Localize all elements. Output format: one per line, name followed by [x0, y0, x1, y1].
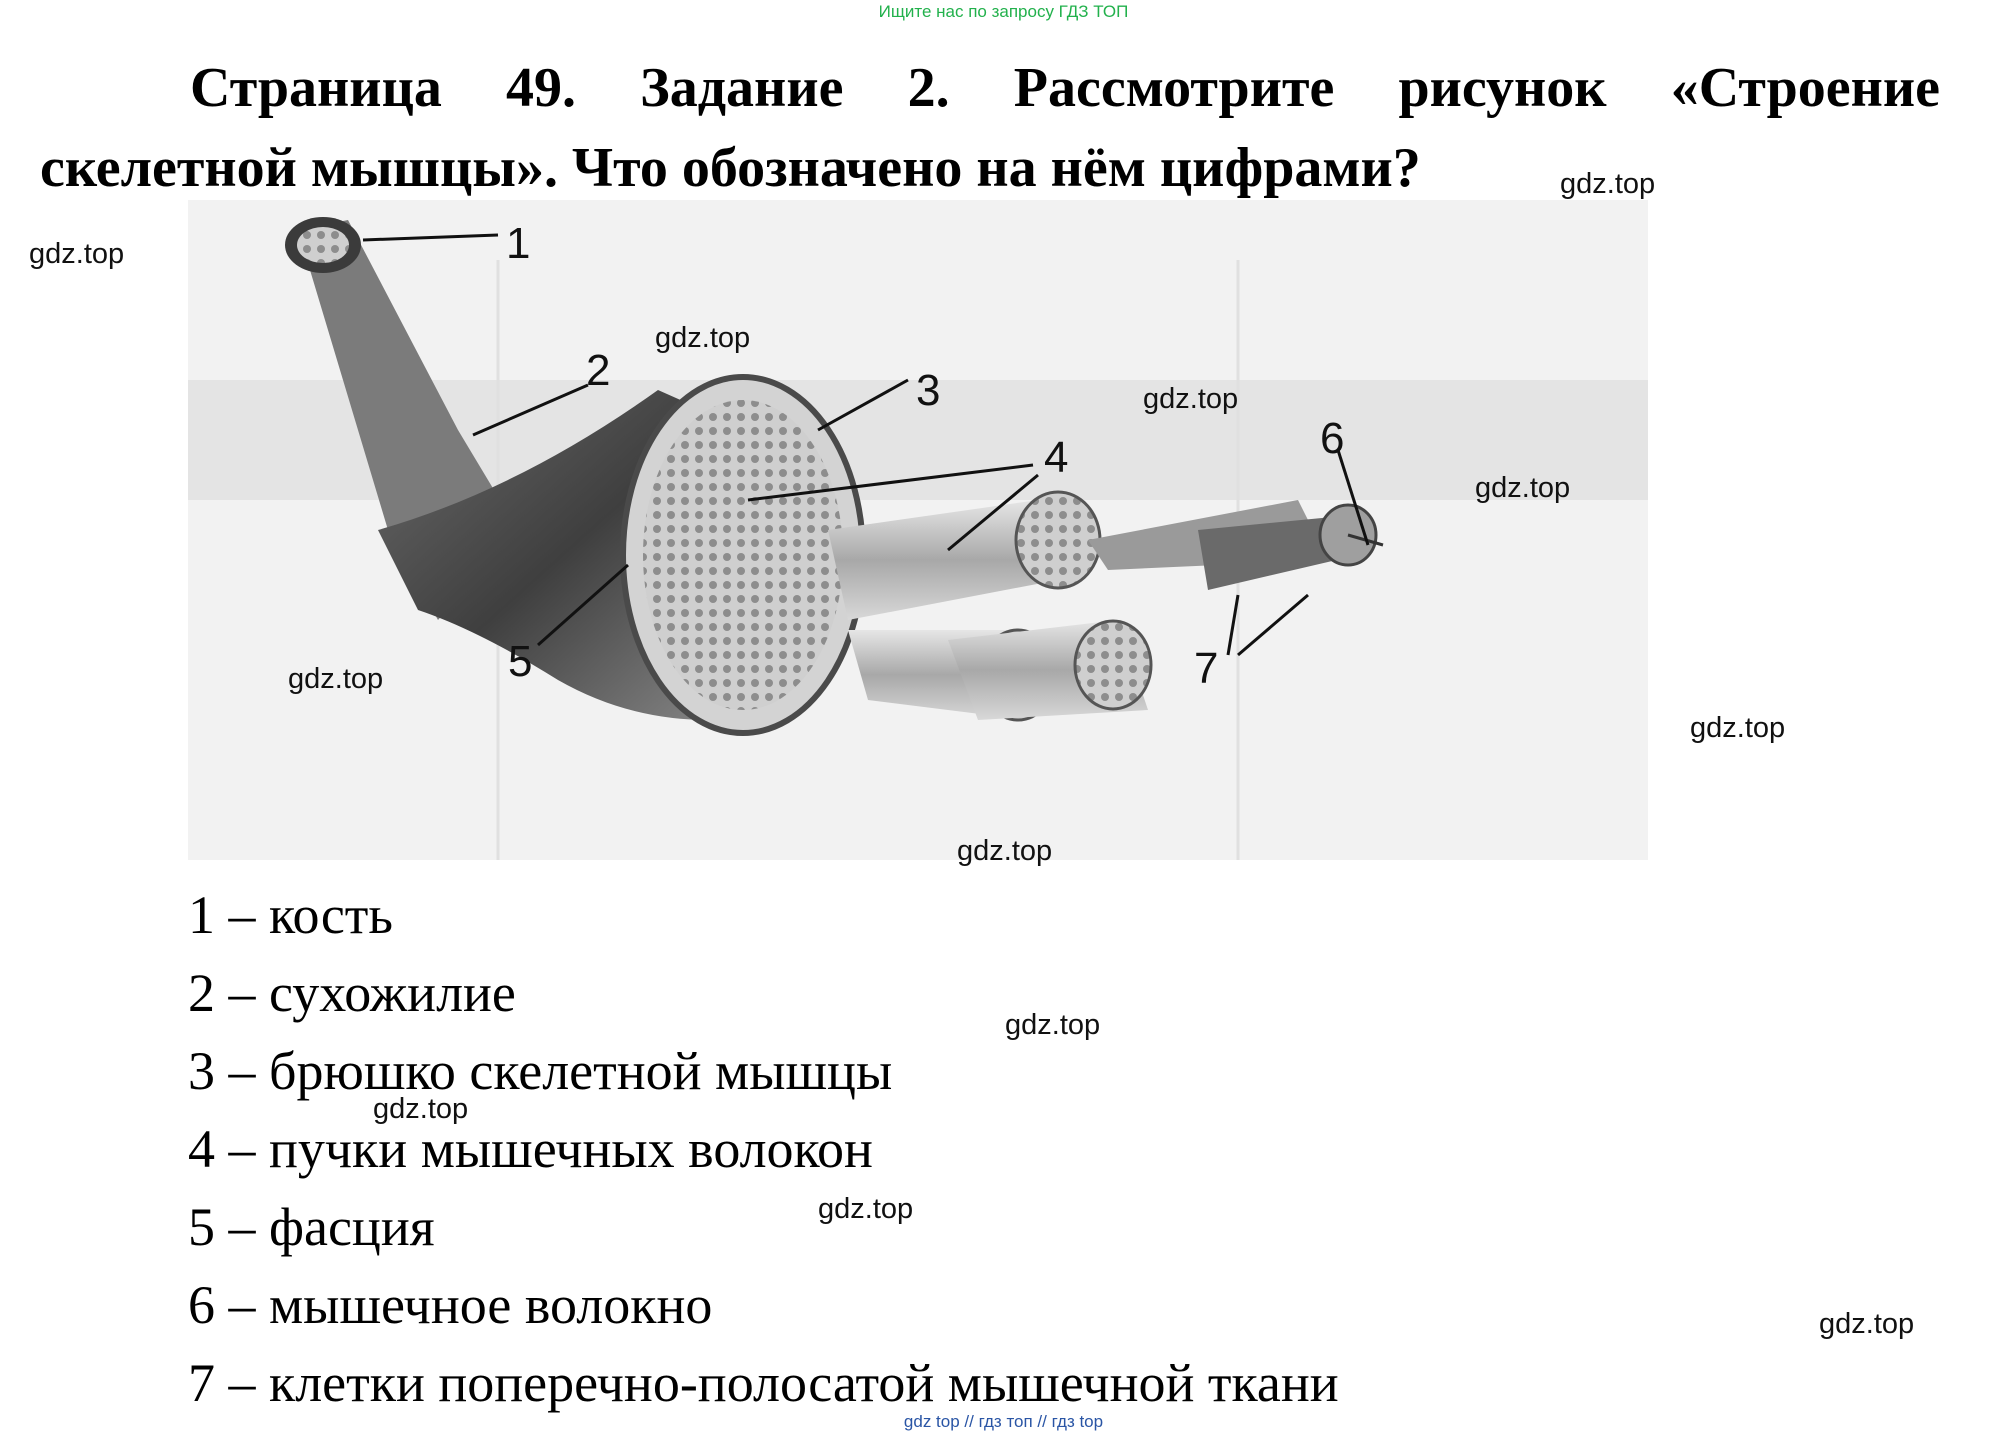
task-title-line-2: скелетной мышцы». Что обозначено на нём …: [40, 137, 1421, 199]
figure-label-5: 5: [508, 637, 532, 686]
task-title: Страница 49. Задание 2. Рассмотрите рису…: [40, 48, 1940, 208]
watermark: gdz.top: [373, 1093, 469, 1125]
task-title-line-1: Страница 49. Задание 2. Рассмотрите рису…: [190, 57, 1940, 119]
answer-item: 1 – кость: [188, 885, 394, 945]
watermark: gdz.top: [288, 663, 384, 695]
watermark: gdz.top: [1819, 1308, 1915, 1340]
figure-label-3: 3: [916, 366, 940, 415]
watermark: gdz.top: [1560, 168, 1656, 200]
watermark: gdz.top: [1143, 383, 1239, 415]
answer-list: 1 – кость 2 – сухожилие 3 – брюшко скеле…: [188, 876, 1339, 1422]
footer-links[interactable]: gdz top // гдз топ // гдз top: [903, 1412, 1104, 1431]
watermark: gdz.top: [957, 835, 1053, 867]
watermark: gdz.top: [655, 322, 751, 354]
figure-label-7: 7: [1194, 644, 1218, 693]
figure-label-2: 2: [586, 346, 610, 395]
answer-item: 3 – брюшко скелетной мышцы: [188, 1041, 893, 1101]
figure-label-6: 6: [1320, 414, 1344, 463]
watermark: gdz.top: [1690, 712, 1786, 744]
skeletal-muscle-figure: 1 2 3 4 5 6 7: [188, 200, 1648, 860]
answer-item: 7 – клетки поперечно-полосатой мышечной …: [188, 1353, 1339, 1413]
watermark: gdz.top: [1005, 1009, 1101, 1041]
answer-item: 6 – мышечное волокно: [188, 1275, 713, 1335]
watermark: gdz.top: [1475, 472, 1571, 504]
figure-label-1: 1: [506, 219, 530, 268]
top-banner[interactable]: Ищите нас по запросу ГДЗ ТОП: [878, 2, 1129, 21]
figure-label-4: 4: [1044, 433, 1068, 482]
answer-item: 5 – фасция: [188, 1197, 435, 1257]
answer-item: 2 – сухожилие: [188, 963, 516, 1023]
watermark: gdz.top: [818, 1193, 914, 1225]
answer-item: 4 – пучки мышечных волокон: [188, 1119, 873, 1179]
watermark: gdz.top: [29, 238, 125, 270]
